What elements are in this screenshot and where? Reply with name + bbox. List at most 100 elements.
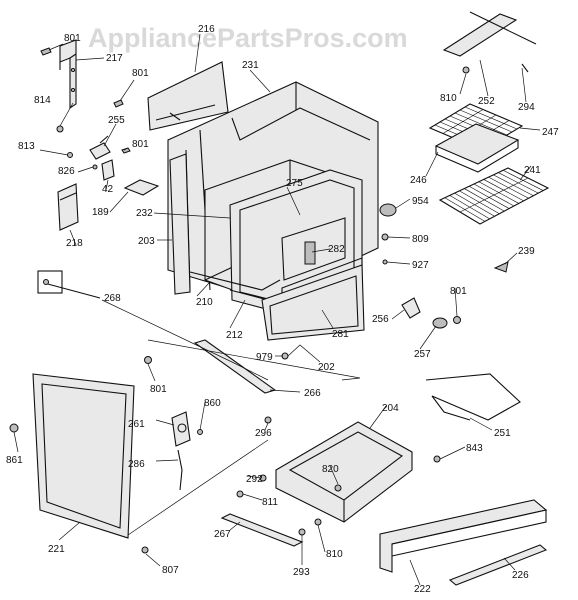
part-labels: 801 217 216 801 231 814 255 813 826 42 8… — [6, 24, 559, 595]
label-216: 216 — [198, 24, 215, 35]
part-267-drawer-rail — [220, 513, 304, 547]
label-239: 239 — [518, 246, 535, 257]
label-813: 813 — [18, 141, 35, 152]
label-294: 294 — [518, 102, 535, 113]
label-252: 252 — [478, 96, 495, 107]
label-809: 809 — [412, 234, 429, 245]
label-268: 268 — [104, 293, 121, 304]
label-860: 860 — [204, 398, 221, 409]
part-826-small — [92, 164, 98, 170]
label-296: 296 — [255, 428, 272, 439]
part-286-spring — [177, 449, 183, 491]
part-221-door-panel — [32, 373, 135, 539]
label-286: 286 — [128, 459, 145, 470]
part-860-pin — [197, 429, 203, 435]
part-256-sensor — [401, 297, 421, 319]
part-927-screw — [382, 259, 388, 265]
part-204-storage-drawer — [275, 421, 413, 523]
label-801: 801 — [150, 384, 167, 395]
label-247: 247 — [542, 127, 559, 138]
rack-wire — [459, 177, 529, 213]
label-222: 222 — [414, 584, 431, 595]
label-801: 801 — [450, 286, 467, 297]
part-843-screw — [433, 455, 441, 463]
part-222-drawer-front — [379, 499, 548, 573]
part-296-screw — [264, 416, 272, 424]
part-861-screw — [9, 423, 19, 433]
label-820: 820 — [322, 464, 339, 475]
part-218-bracket — [57, 183, 79, 231]
part-282-oven-window — [281, 217, 346, 281]
label-811: 811 — [262, 497, 278, 508]
label-210: 210 — [196, 297, 213, 308]
part-801-screw-e — [453, 316, 461, 324]
label-202: 202 — [318, 362, 335, 373]
part-811-screw — [236, 490, 244, 498]
label-810: 810 — [326, 549, 343, 560]
part-257-probe — [432, 317, 448, 329]
label-826: 826 — [58, 166, 75, 177]
part-801-screw-b — [113, 99, 124, 108]
label-241: 241 — [524, 165, 541, 176]
part-42-clip — [101, 159, 115, 181]
part-251-bake-element — [425, 373, 521, 421]
label-261: 261 — [128, 419, 145, 430]
part-246-broil-pan — [434, 123, 520, 173]
label-255: 255 — [108, 115, 125, 126]
part-261-hinge — [171, 411, 191, 447]
label-217: 217 — [106, 53, 123, 64]
part-820-screw — [334, 484, 342, 492]
watermark: AppliancePartsPros.com — [88, 23, 408, 53]
part-810-screw-a — [462, 66, 470, 74]
leader-lines — [13, 33, 541, 586]
label-266: 266 — [304, 388, 321, 399]
part-810-screw-b — [314, 518, 322, 526]
label-226: 226 — [512, 570, 529, 581]
part-294-lamp — [469, 11, 537, 73]
label-281: 281 — [332, 329, 349, 340]
part-189-bracket — [123, 179, 160, 196]
label-843: 843 — [466, 443, 483, 454]
label-246: 246 — [410, 175, 427, 186]
label-814: 814 — [34, 95, 51, 106]
part-252-lamp-cover — [442, 13, 518, 57]
part-807-screw — [141, 546, 149, 554]
part-216-heat-shield — [147, 61, 229, 131]
label-212: 212 — [226, 330, 243, 341]
label-282: 282 — [328, 244, 345, 255]
label-203: 203 — [138, 236, 155, 247]
part-210-bottom-frame — [189, 271, 281, 291]
label-221: 221 — [48, 544, 65, 555]
label-256: 256 — [372, 314, 389, 325]
part-239-knob — [493, 261, 509, 273]
label-42: 42 — [102, 184, 114, 195]
part-202-oven-door — [261, 264, 365, 341]
label-861: 861 — [6, 455, 23, 466]
label-232: 232 — [136, 208, 153, 219]
part-226-rail — [448, 544, 548, 586]
part-813-small — [67, 152, 73, 158]
part-203-side-panel — [169, 153, 191, 295]
label-807: 807 — [162, 565, 179, 576]
part-801-screw-a — [40, 47, 52, 56]
part-241-oven-rack — [438, 167, 550, 225]
label-189: 189 — [92, 207, 109, 218]
label-251: 251 — [494, 428, 511, 439]
label-979: 979 — [256, 352, 273, 363]
label-218: 218 — [66, 238, 83, 249]
label-231: 231 — [242, 60, 259, 71]
label-292: 292 — [246, 474, 263, 485]
label-275: 275 — [286, 178, 303, 189]
part-814-small — [56, 125, 64, 133]
label-927: 927 — [412, 260, 429, 271]
part-268-harness — [37, 270, 101, 299]
part-801-screw-d — [144, 356, 152, 364]
label-801: 801 — [132, 139, 149, 150]
label-293: 293 — [293, 567, 310, 578]
part-293-screw — [298, 528, 306, 536]
label-801: 801 — [132, 68, 149, 79]
label-204: 204 — [382, 403, 399, 414]
label-257: 257 — [414, 349, 431, 360]
